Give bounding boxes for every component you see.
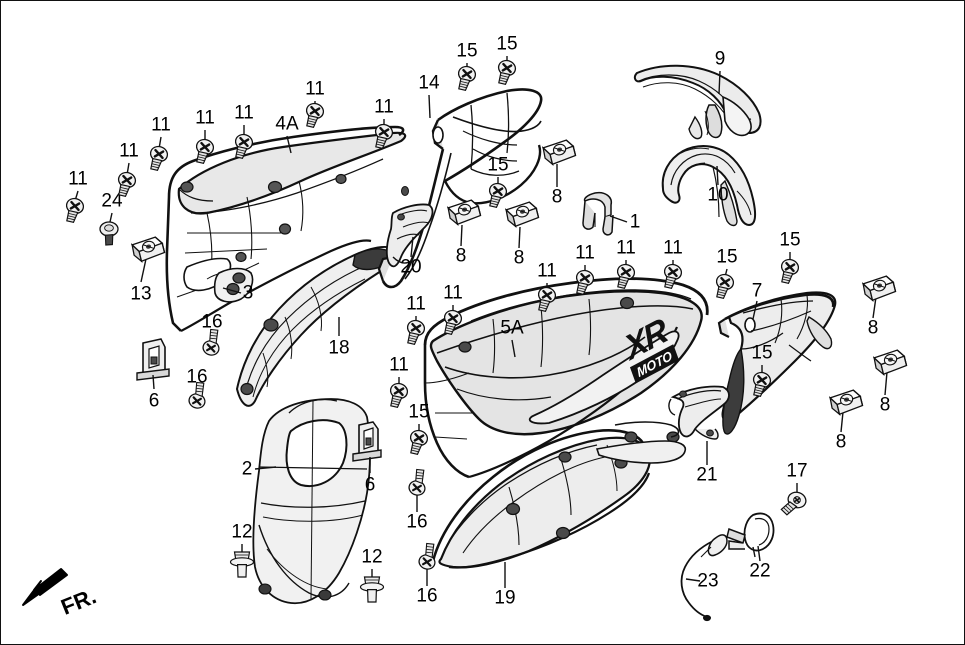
callout-number-22: 22 [749,560,771,582]
part-4a-side-cover [165,125,407,332]
part-2-lower-cover [252,398,371,605]
callout-number-15: 15 [487,154,509,176]
callout-number-10: 10 [707,184,729,206]
callout-number-15: 15 [496,33,518,55]
callout-number-5A: 5A [500,317,524,339]
callout-number-11: 11 [234,102,254,124]
part-20-stay [385,203,434,268]
callout-number-15: 15 [751,342,773,364]
callout-number-12: 12 [361,546,383,568]
callout-number-11: 11 [151,114,171,136]
callout-number-19: 19 [494,587,516,609]
callout-number-16: 16 [406,511,428,533]
callout-number-15: 15 [716,246,738,268]
callout-number-18: 18 [328,337,350,359]
callout-number-11: 11 [195,107,215,129]
callout-number-11: 11 [305,78,325,100]
callout-number-8: 8 [551,186,563,208]
part-10-trim [661,145,757,227]
callout-number-8: 8 [455,245,467,267]
callout-number-15: 15 [779,229,801,251]
callout-number-15: 15 [408,401,430,423]
part-14-carrier-frame [377,88,543,289]
part-21-bracket [668,385,730,440]
part-19-under-cover [431,421,687,569]
callout-number-6: 6 [148,390,160,412]
callout-number-16: 16 [186,366,208,388]
part-22-cable-clamp [726,512,775,558]
callout-number-11: 11 [389,354,409,376]
callout-number-11: 11 [374,96,394,118]
callout-number-8: 8 [513,247,525,269]
part-6-bracket-center [352,421,382,462]
callout-number-15: 15 [456,40,478,62]
callout-number-21: 21 [696,464,718,486]
callout-number-20: 20 [400,256,422,278]
part-6-bracket-left [136,338,170,381]
callout-number-24: 24 [101,190,123,212]
callout-number-11: 11 [443,282,463,304]
callout-number-3: 3 [242,282,254,304]
callout-number-4A: 4A [275,113,299,135]
callout-number-11: 11 [537,260,557,282]
callout-number-11: 11 [575,242,595,264]
callout-number-1: 1 [629,211,641,233]
callout-number-16: 16 [416,585,438,607]
callout-number-13: 13 [130,283,152,305]
part-7-rear-side-panel [717,291,837,435]
callout-number-8: 8 [835,431,847,453]
callout-number-17: 17 [786,460,808,482]
callout-number-11: 11 [119,140,139,162]
callout-number-11: 11 [616,237,636,259]
callout-number-2: 2 [241,458,253,480]
callout-number-8: 8 [879,394,891,416]
part-9-trim [633,64,762,140]
part-18-lower-trim [226,245,396,407]
callout-number-6: 6 [364,474,376,496]
callout-number-9: 9 [714,48,726,70]
callout-number-8: 8 [867,317,879,339]
callout-number-11: 11 [406,293,426,315]
callout-number-11: 11 [663,237,683,259]
callout-number-14: 14 [418,72,440,94]
callout-number-23: 23 [697,570,719,592]
callout-number-12: 12 [231,521,253,543]
part-1-u-clip [582,191,614,236]
callout-number-16: 16 [201,311,223,333]
callout-number-7: 7 [751,280,763,302]
callout-number-11: 11 [68,168,88,190]
part-23-cable [680,534,728,622]
